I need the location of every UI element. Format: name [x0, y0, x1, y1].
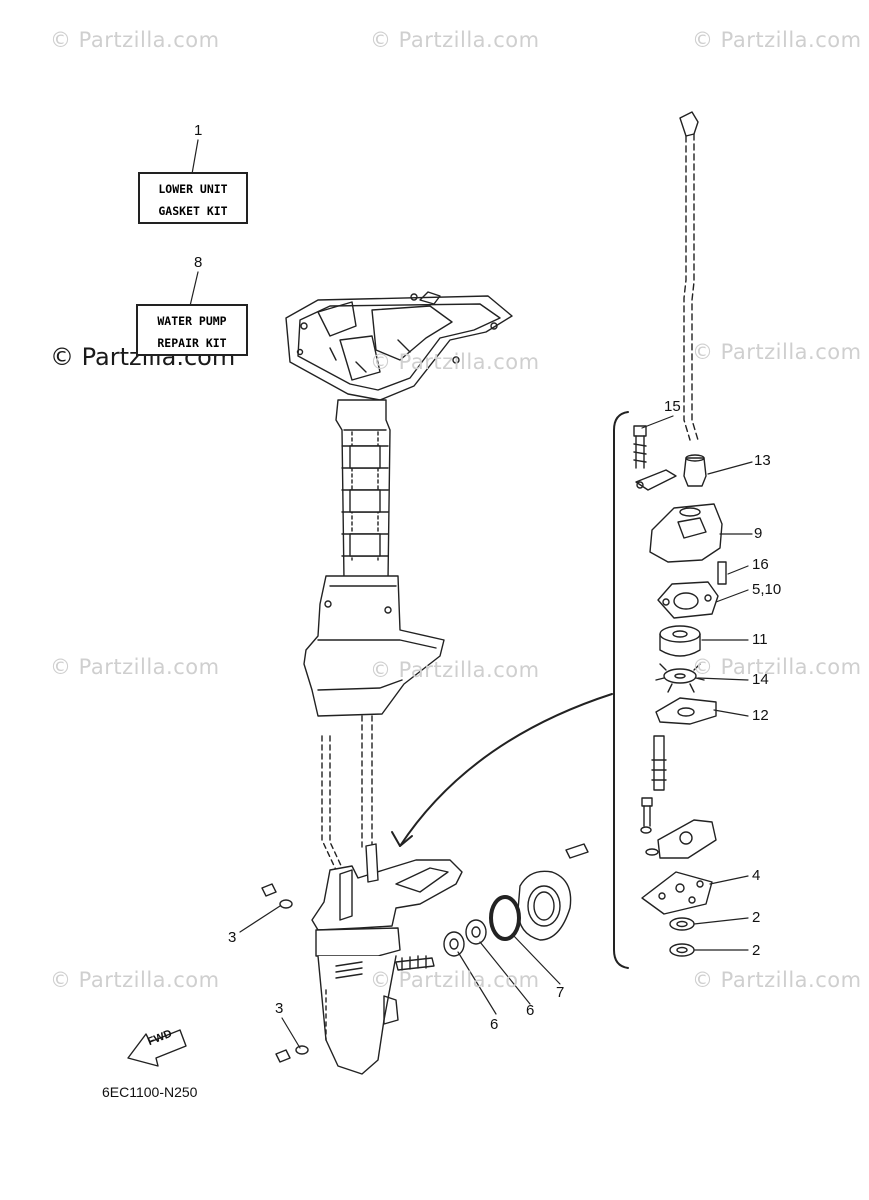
watermark-text: © Partzilla.com [692, 28, 862, 52]
kit-label-line: GASKET KIT [158, 204, 228, 218]
callout-12[interactable]: 12 [752, 707, 769, 724]
watermark-text: © Partzilla.com [370, 968, 540, 992]
leader-lines [189, 139, 753, 1049]
driveshaft-tubes [321, 715, 373, 873]
callout-15[interactable]: 15 [664, 398, 681, 415]
flow-arrow [391, 693, 613, 847]
watermark-text: © Partzilla.com [692, 968, 862, 992]
watermark-text: © Partzilla.com [692, 340, 862, 364]
callout-13[interactable]: 13 [754, 452, 771, 469]
water-pump-stack [633, 111, 727, 957]
fwd-arrow-icon [127, 1029, 187, 1067]
watermark-text: © Partzilla.com [50, 28, 220, 52]
skirt-plate [303, 575, 445, 717]
callout-5-10[interactable]: 5,10 [752, 581, 782, 598]
propeller-shaft-parts [443, 843, 589, 957]
watermark-text: © Partzilla.com [370, 350, 540, 374]
callout-3[interactable]: 3 [275, 1000, 284, 1017]
washers-screws [261, 883, 309, 1063]
callout-8[interactable]: 8 [194, 254, 203, 271]
upper-casing-plate [285, 291, 513, 401]
watermark-text: © Partzilla.com [370, 658, 540, 682]
callout-9[interactable]: 9 [754, 525, 763, 542]
callout-4[interactable]: 4 [752, 867, 761, 884]
callout-1[interactable]: 1 [194, 122, 203, 139]
lower-unit-gasket-kit-label[interactable]: LOWER UNIT GASKET KIT [138, 172, 248, 224]
callout-6[interactable]: 6 [490, 1016, 499, 1033]
driveshaft-housing [335, 399, 391, 581]
callout-3[interactable]: 3 [228, 929, 237, 946]
callout-2[interactable]: 2 [752, 909, 761, 926]
callout-14[interactable]: 14 [752, 671, 769, 688]
callout-2[interactable]: 2 [752, 942, 761, 959]
callout-11[interactable]: 11 [752, 631, 768, 648]
watermark-text: © Partzilla.com [50, 655, 220, 679]
callout-7[interactable]: 7 [556, 984, 565, 1001]
watermark-text: © Partzilla.com [50, 968, 220, 992]
watermark-text: © Partzilla.com [370, 28, 540, 52]
kit-label-line: LOWER UNIT [158, 182, 228, 196]
water-pump-repair-kit-label[interactable]: WATER PUMP REPAIR KIT [136, 304, 248, 356]
callout-16[interactable]: 16 [752, 556, 769, 573]
kit-label-line: WATER PUMP [157, 314, 227, 328]
kit-label-line: REPAIR KIT [157, 336, 227, 350]
callout-6[interactable]: 6 [526, 1002, 535, 1019]
diagram-code: 6EC1100-N250 [102, 1084, 198, 1100]
kit-bracket [613, 411, 629, 969]
lower-gearcase [311, 843, 463, 1075]
watermark-text: © Partzilla.com [692, 655, 862, 679]
